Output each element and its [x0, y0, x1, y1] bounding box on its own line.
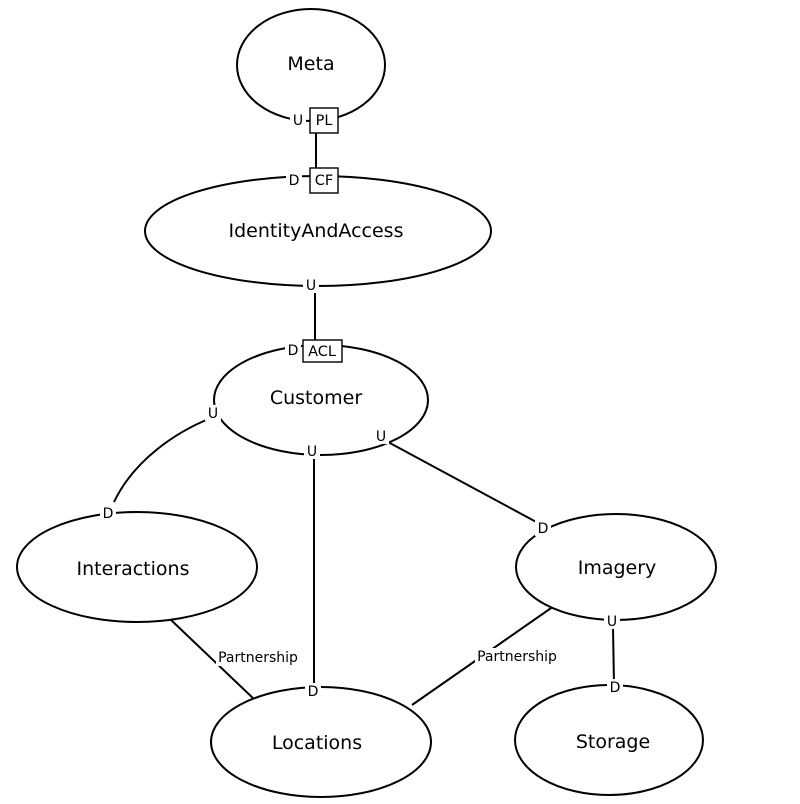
port-boxes-layer: PL CF ACL [302, 107, 343, 363]
edge-interactions-locations [169, 618, 256, 701]
node-storage-label: Storage [576, 731, 650, 753]
node-meta-label: Meta [287, 53, 334, 75]
node-interactions-label: Interactions [77, 558, 190, 580]
port-box-pl [309, 107, 339, 134]
edge-customer-interactions [113, 417, 212, 503]
edge-identityandaccess-customer-head-label: D [288, 343, 299, 359]
node-interactions-ellipse [16, 511, 258, 623]
port-box-cf [309, 167, 339, 194]
node-identityandaccess-label: IdentityAndAccess [229, 220, 404, 242]
edge-imagery-storage-tail-label: U [607, 614, 617, 630]
edge-customer-imagery [387, 441, 541, 525]
edge-customer-locations-tail-label: U [307, 444, 317, 460]
nodes-layer: Meta IdentityAndAccess Customer Interact… [16, 8, 717, 798]
node-customer-label: Customer [270, 387, 362, 409]
edge-customer-imagery-tail-label: U [376, 429, 386, 445]
node-imagery-label: Imagery [578, 557, 657, 579]
edge-meta-identityandaccess-tail-label: U [293, 113, 303, 129]
edge-customer-imagery-head-label: D [538, 521, 549, 537]
edge-meta-identityandaccess-head-label: D [289, 173, 300, 189]
node-locations-label: Locations [272, 732, 362, 754]
port-box-acl [302, 339, 343, 363]
edge-imagery-locations-label: Partnership [477, 649, 557, 665]
port-box-cf-label: CF [315, 173, 333, 189]
edge-interactions-locations-label: Partnership [218, 650, 298, 666]
port-box-acl-label: ACL [308, 344, 336, 360]
edge-customer-locations-head-label: D [308, 684, 319, 700]
edge-customer-interactions-head-label: D [103, 506, 114, 522]
edge-imagery-storage [612, 627, 615, 685]
edge-imagery-storage-head-label: D [610, 680, 621, 696]
edge-labels-layer: U D U D U D U D U D U D Partnership Part… [100, 112, 623, 700]
edge-identityandaccess-customer-tail-label: U [306, 278, 316, 294]
edge-customer-interactions-tail-label: U [208, 406, 218, 422]
port-box-pl-label: PL [316, 113, 333, 129]
